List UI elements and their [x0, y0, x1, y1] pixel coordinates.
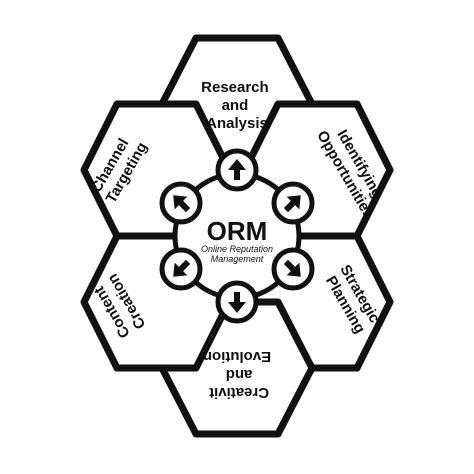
hub-title: ORM: [207, 216, 268, 246]
segment-label-creativit-and-evolution: Creativit and Evolution: [203, 348, 271, 401]
arrow-in-circle-icon: [283, 195, 301, 213]
arrow-node-upper-right: [271, 181, 315, 225]
arrow-in-circle-icon: [173, 259, 191, 277]
arrow-node-upper-left: [159, 181, 203, 225]
hub-subtitle-line2: Management: [211, 254, 264, 264]
arrow-node-top: [215, 148, 259, 192]
arrow-node-lower-left: [159, 247, 203, 291]
hub-subtitle-line1: Online Reputation: [201, 244, 273, 254]
arrow-in-circle-icon: [173, 195, 191, 213]
arrow-in-circle-icon: [283, 259, 301, 277]
arrow-in-circle-icon: [228, 292, 246, 313]
arrow-in-circle-icon: [228, 159, 246, 180]
arrow-node-lower-right: [271, 247, 315, 291]
arrow-node-bottom: [215, 280, 259, 324]
segment-label-research-and-analysis: Research and Analysis: [201, 79, 273, 132]
